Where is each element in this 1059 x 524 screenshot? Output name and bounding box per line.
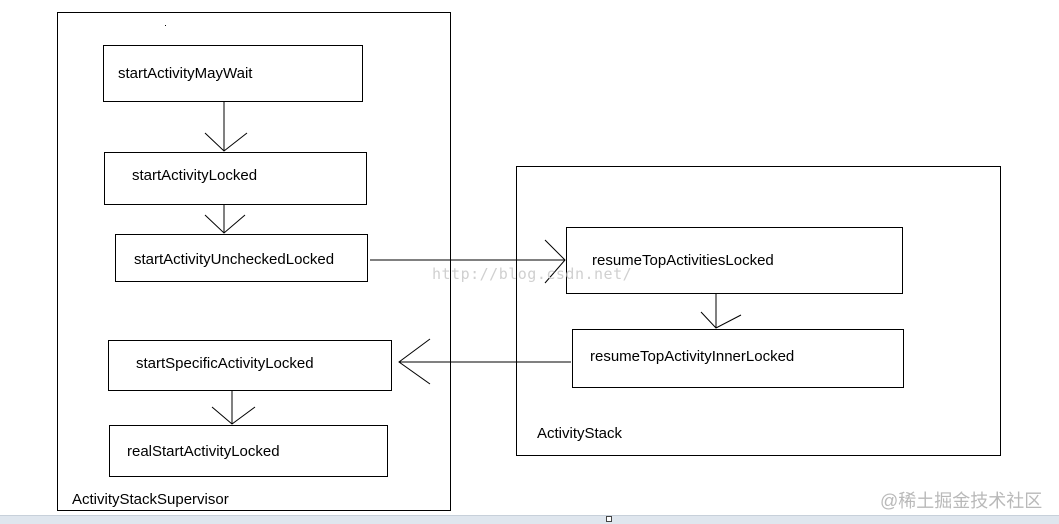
arrow-inner-to-start-specific [398,338,571,385]
arrow-locked-to-unchecked [204,205,246,234]
node-start-activity-unchecked-locked: startActivityUncheckedLocked [115,234,368,282]
watermark-brand: @稀土掘金技术社区 [880,491,1043,511]
node-start-activity-locked: startActivityLocked [104,152,367,205]
node-label: startActivityMayWait [118,65,253,82]
watermark-url: http://blog.csdn.net/ [432,265,633,283]
node-label: realStartActivityLocked [127,443,280,460]
node-resume-top-activities-locked: resumeTopActivitiesLocked [566,227,903,294]
resize-handle[interactable] [606,516,612,522]
node-real-start-activity-locked: realStartActivityLocked [109,425,388,477]
stray-dot [165,25,166,26]
activity-stack-container [516,166,1001,456]
node-label: startActivityLocked [132,167,258,184]
node-label: startActivityUncheckedLocked [134,251,335,268]
node-label: resumeTopActivitiesLocked [592,252,774,269]
stack-container-label: ActivityStack [537,425,623,442]
window-bottom-strip [0,515,1059,524]
node-start-activity-may-wait: startActivityMayWait [103,45,363,102]
node-start-specific-activity-locked: startSpecificActivityLocked [108,340,392,391]
node-label: resumeTopActivityInnerLocked [590,348,795,365]
arrow-resume-top-to-inner [700,294,742,329]
node-resume-top-activity-inner-locked: resumeTopActivityInnerLocked [572,329,904,388]
arrow-may-wait-to-locked [204,102,248,152]
node-label: startSpecificActivityLocked [136,355,314,372]
arrow-unchecked-to-resume-top-activities [370,239,566,284]
arrow-start-specific-to-real-start [211,391,256,425]
supervisor-container-label: ActivityStackSupervisor [72,491,229,508]
